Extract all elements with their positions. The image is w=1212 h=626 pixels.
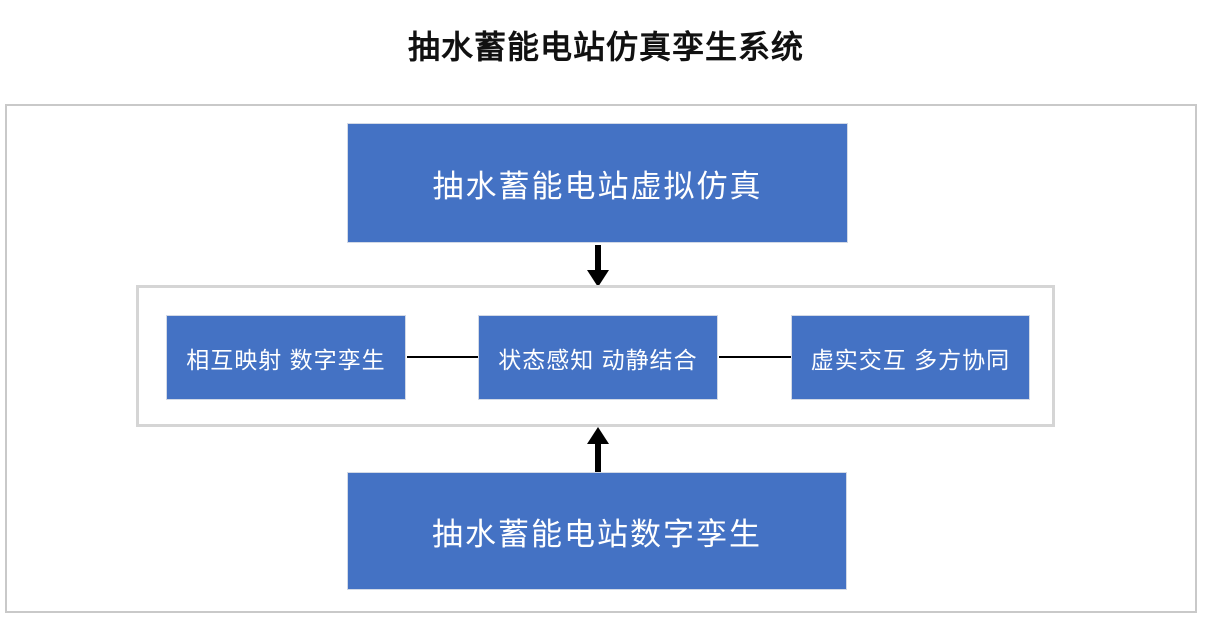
connector-line-left (407, 356, 478, 358)
page-title: 抽水蓄能电站仿真孪生系统 (407, 29, 804, 65)
virtual-simulation-box: 抽水蓄能电站虚拟仿真 (347, 123, 848, 243)
up-arrow-shaft (595, 443, 601, 472)
down-arrow-shaft (595, 245, 601, 272)
connector-line-right (719, 356, 791, 358)
mutual-mapping-box: 相互映射 数字孪生 (166, 315, 406, 400)
up-arrow-icon (587, 427, 609, 444)
virtual-real-interaction-box: 虚实交互 多方协同 (791, 315, 1030, 400)
digital-twin-box: 抽水蓄能电站数字孪生 (347, 472, 847, 590)
state-perception-box: 状态感知 动静结合 (478, 315, 718, 400)
down-arrow-icon (587, 270, 609, 287)
